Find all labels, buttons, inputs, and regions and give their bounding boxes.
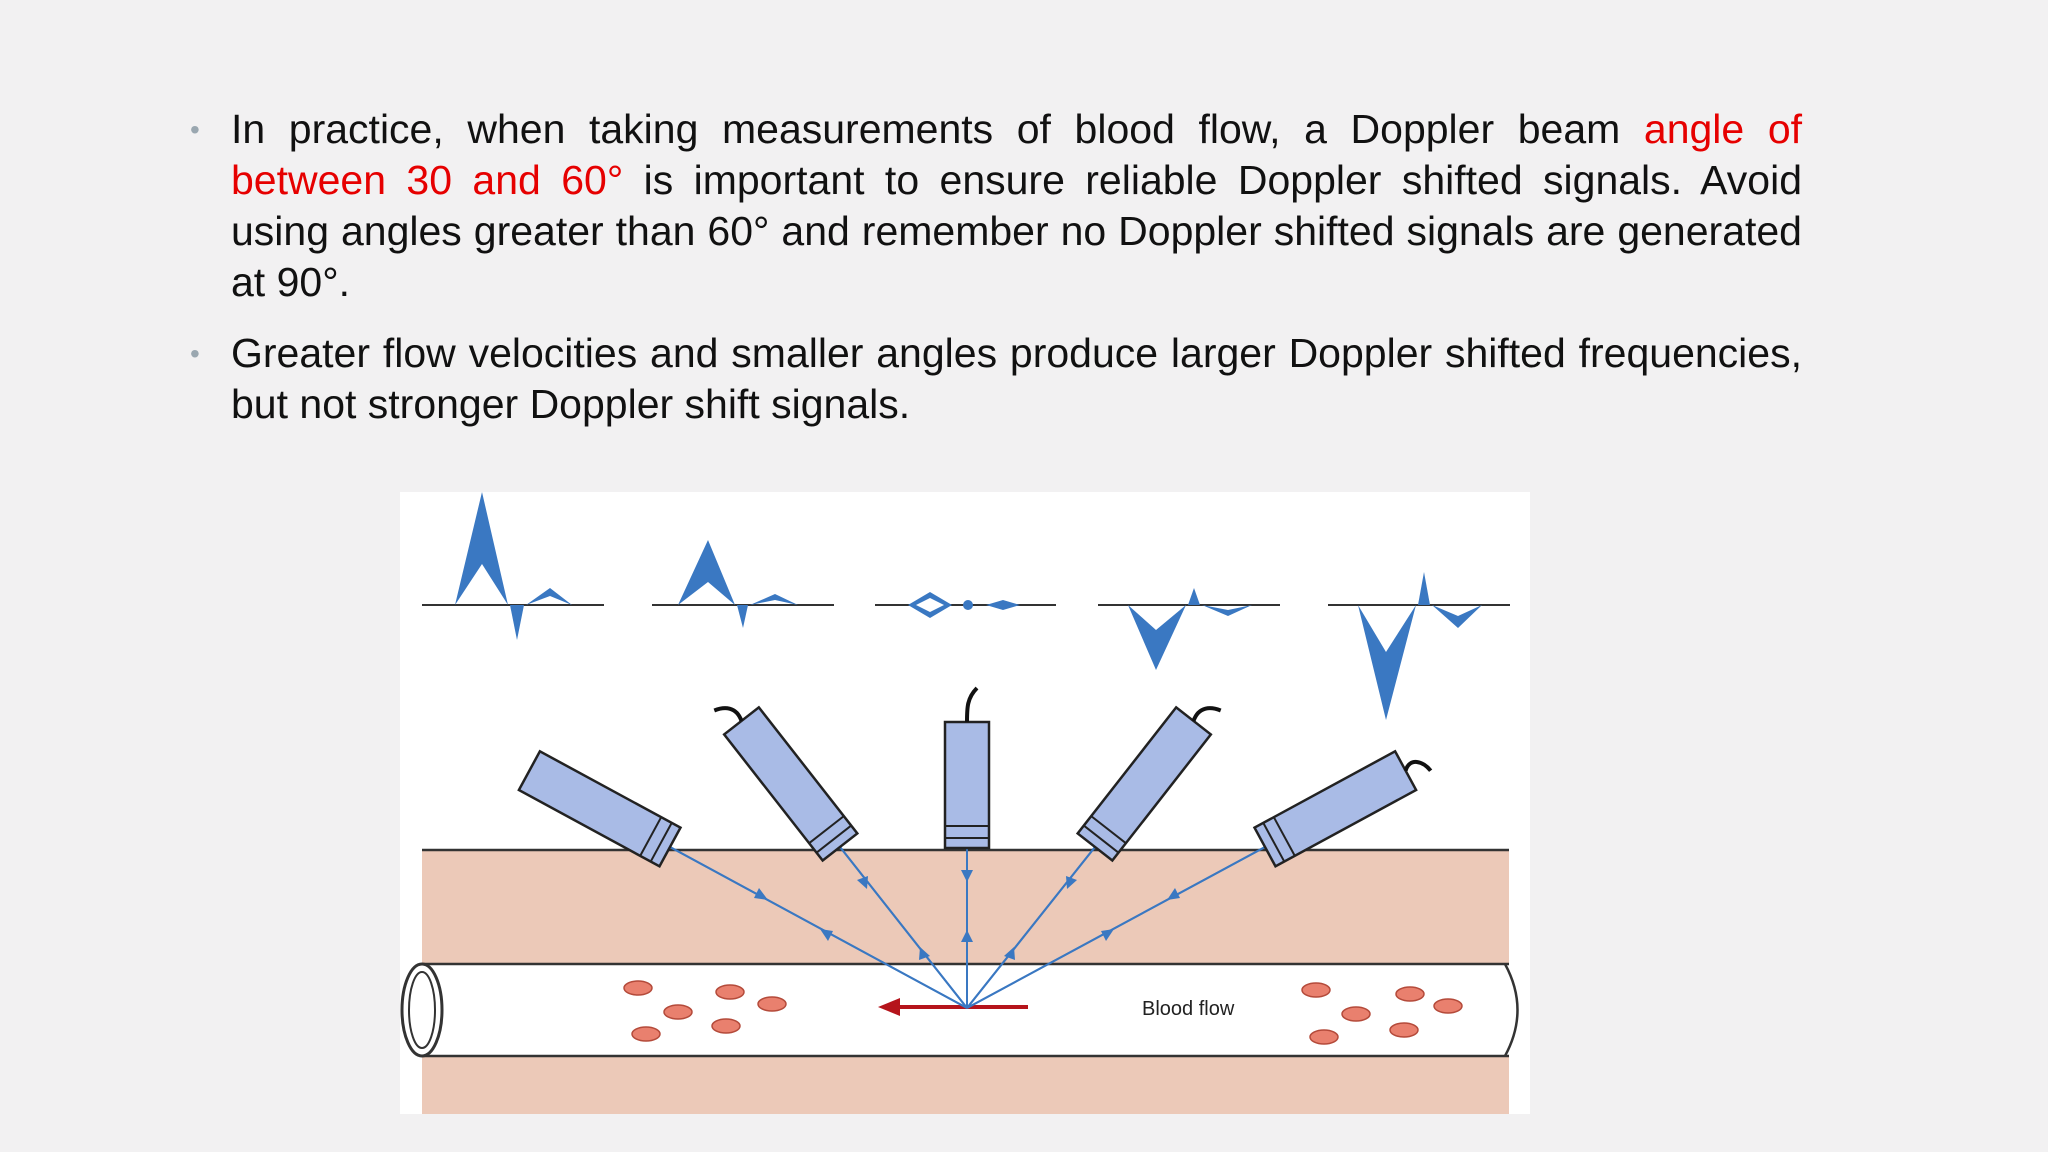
doppler-signal-1: [422, 492, 604, 640]
flow-direction-arrow: [878, 998, 1028, 1016]
probe-2: [713, 705, 860, 863]
probe-3: [943, 686, 991, 850]
probe-5: [1252, 749, 1433, 869]
doppler-diagram: Blood flow: [400, 492, 1519, 1114]
bullet-dot-icon: •: [190, 338, 200, 369]
doppler-signal-3: [875, 592, 1056, 618]
doppler-signal-4: [1098, 588, 1280, 670]
bullet-item: • Greater flow velocities and smaller an…: [190, 328, 1802, 430]
bullet-text: In practice, when taking measurements of…: [231, 106, 1644, 152]
bullet-highlight-text: angle of between 30 and 60°: [231, 106, 1803, 203]
blood-flow-label: Blood flow: [1142, 998, 1235, 1020]
doppler-signal-5: [1328, 572, 1510, 720]
bullet-dot-icon: •: [190, 114, 200, 145]
bullet-text: Greater flow velocities and smaller angl…: [231, 330, 1802, 427]
ultrasound-beams: [669, 846, 1266, 1009]
bullet-item: • In practice, when taking measurements …: [190, 104, 1802, 308]
probe-1: [517, 749, 683, 869]
bullet-list: • In practice, when taking measurements …: [190, 104, 1802, 450]
blood-cells: [623, 980, 1463, 1045]
beam-arrowheads: [754, 870, 1180, 960]
doppler-signal-2: [652, 540, 834, 628]
bullet-text-tail: is important to ensure reliable Doppler …: [231, 157, 1802, 305]
probe-4: [1075, 705, 1222, 863]
doppler-angle-figure: Blood flow: [400, 492, 1530, 1114]
